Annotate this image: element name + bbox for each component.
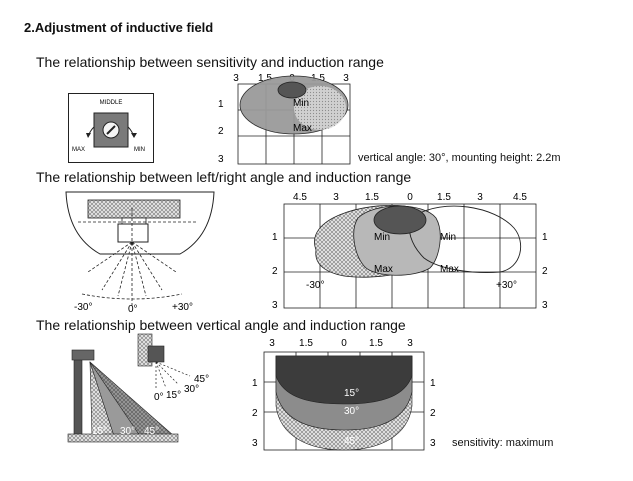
right-30-range-zone <box>409 205 522 273</box>
grid3-band-label: 15° <box>344 388 359 399</box>
grid1-x-tick: 3 <box>343 73 349 84</box>
center-min-zone <box>373 205 427 235</box>
vertical-angle-range-grid: 3 1.5 0 1.5 3 1 2 3 1 2 3 15° 30° 45° <box>252 338 436 451</box>
grid2-right-label: Min <box>440 232 456 243</box>
knob-min-label: MIN <box>134 147 145 153</box>
grid2-center-label: Min <box>374 232 390 243</box>
section3-note: sensitivity: maximum <box>452 437 554 449</box>
grid2-y-tick-left: 1 <box>272 232 278 243</box>
left-right-range-grid: 4.5 3 1.5 0 1.5 3 4.5 1 2 3 1 2 3 Min Ma… <box>272 192 548 311</box>
grid2-y-tick-left: 3 <box>272 300 278 311</box>
sensitivity-knob-diagram: MIDDLE MAX MIN <box>68 93 154 163</box>
grid2-right-label: Max <box>440 264 459 275</box>
sensor-left-angle: -30° <box>74 302 92 313</box>
section1-heading: The relationship between sensitivity and… <box>36 54 384 70</box>
grid2-x-tick: 1.5 <box>365 192 379 203</box>
grid1-y-tick: 2 <box>218 126 224 137</box>
grid1-x-tick: 1.5 <box>258 73 272 84</box>
grid3-y-tick-left: 2 <box>252 408 258 419</box>
grid2-center-label: Max <box>374 264 393 275</box>
mount-head-angle: 0° <box>154 392 164 403</box>
wall-mount-side-diagram: 15° 30° 45° 45° 30° 0° 15° <box>67 333 209 443</box>
grid2-angle-left: -30° <box>306 280 324 291</box>
grid3-x-tick: 1.5 <box>299 338 313 349</box>
max-range-light <box>294 86 346 130</box>
range-band-15 <box>275 355 413 405</box>
mount-band-label: 15° <box>92 426 107 437</box>
min-range-zone <box>277 81 307 99</box>
mount-head-angle: 30° <box>184 384 199 395</box>
grid2-x-tick: 0 <box>407 192 413 203</box>
grid3-y-tick-left: 1 <box>252 378 258 389</box>
grid3-x-tick: 1.5 <box>369 338 383 349</box>
grid1-x-tick: 1.5 <box>311 73 325 84</box>
grid3-y-tick-right: 2 <box>430 408 436 419</box>
knob-max-label: MAX <box>72 147 85 153</box>
section3-heading: The relationship between vertical angle … <box>36 317 406 333</box>
grid3-band-label: 30° <box>344 406 359 417</box>
grid2-y-tick-right: 3 <box>542 300 548 311</box>
grid1-x-tick: 3 <box>233 73 239 84</box>
mount-head-angle: 15° <box>166 390 181 401</box>
grid2-x-tick: 1.5 <box>437 192 451 203</box>
grid3-y-tick-left: 3 <box>252 438 258 449</box>
grid1-y-tick: 1 <box>218 99 224 110</box>
mount-band-label: 30° <box>120 426 135 437</box>
sensor-center-angle: 0° <box>128 304 138 314</box>
grid2-x-tick: 4.5 <box>293 192 307 203</box>
section1-note: vertical angle: 30°, mounting height: 2.… <box>358 152 561 164</box>
grid2-x-tick: 3 <box>477 192 483 203</box>
grid3-x-tick: 3 <box>269 338 275 349</box>
grid3-x-tick: 3 <box>407 338 413 349</box>
grid2-y-tick-right: 2 <box>542 266 548 277</box>
grid3-y-tick-right: 3 <box>430 438 436 449</box>
grid2-angle-right: +30° <box>496 280 517 291</box>
grid1-y-tick: 3 <box>218 154 224 165</box>
grid2-y-tick-right: 1 <box>542 232 548 243</box>
grid2-x-tick: 3 <box>333 192 339 203</box>
sensitivity-range-grid: 3 1.5 0 1.5 3 1 2 3 Min Max <box>218 73 351 165</box>
grid1-zone-label: Max <box>293 123 312 134</box>
mount-head-angle: 45° <box>194 374 209 385</box>
page-title: 2.Adjustment of inductive field <box>24 20 214 35</box>
grid1-zone-label: Min <box>293 98 309 109</box>
grid2-y-tick-left: 2 <box>272 266 278 277</box>
grid3-y-tick-right: 1 <box>430 378 436 389</box>
sensor-top-view-diagram: -30° 0° +30° <box>65 191 215 314</box>
grid3-x-tick: 0 <box>341 338 347 349</box>
sensor-right-angle: +30° <box>172 302 193 313</box>
knob-middle-label: MIDDLE <box>100 100 123 106</box>
grid2-x-tick: 4.5 <box>513 192 527 203</box>
grid3-band-label: 45° <box>344 436 359 447</box>
mount-band-label: 45° <box>144 426 159 437</box>
section2-heading: The relationship between left/right angl… <box>36 169 412 185</box>
